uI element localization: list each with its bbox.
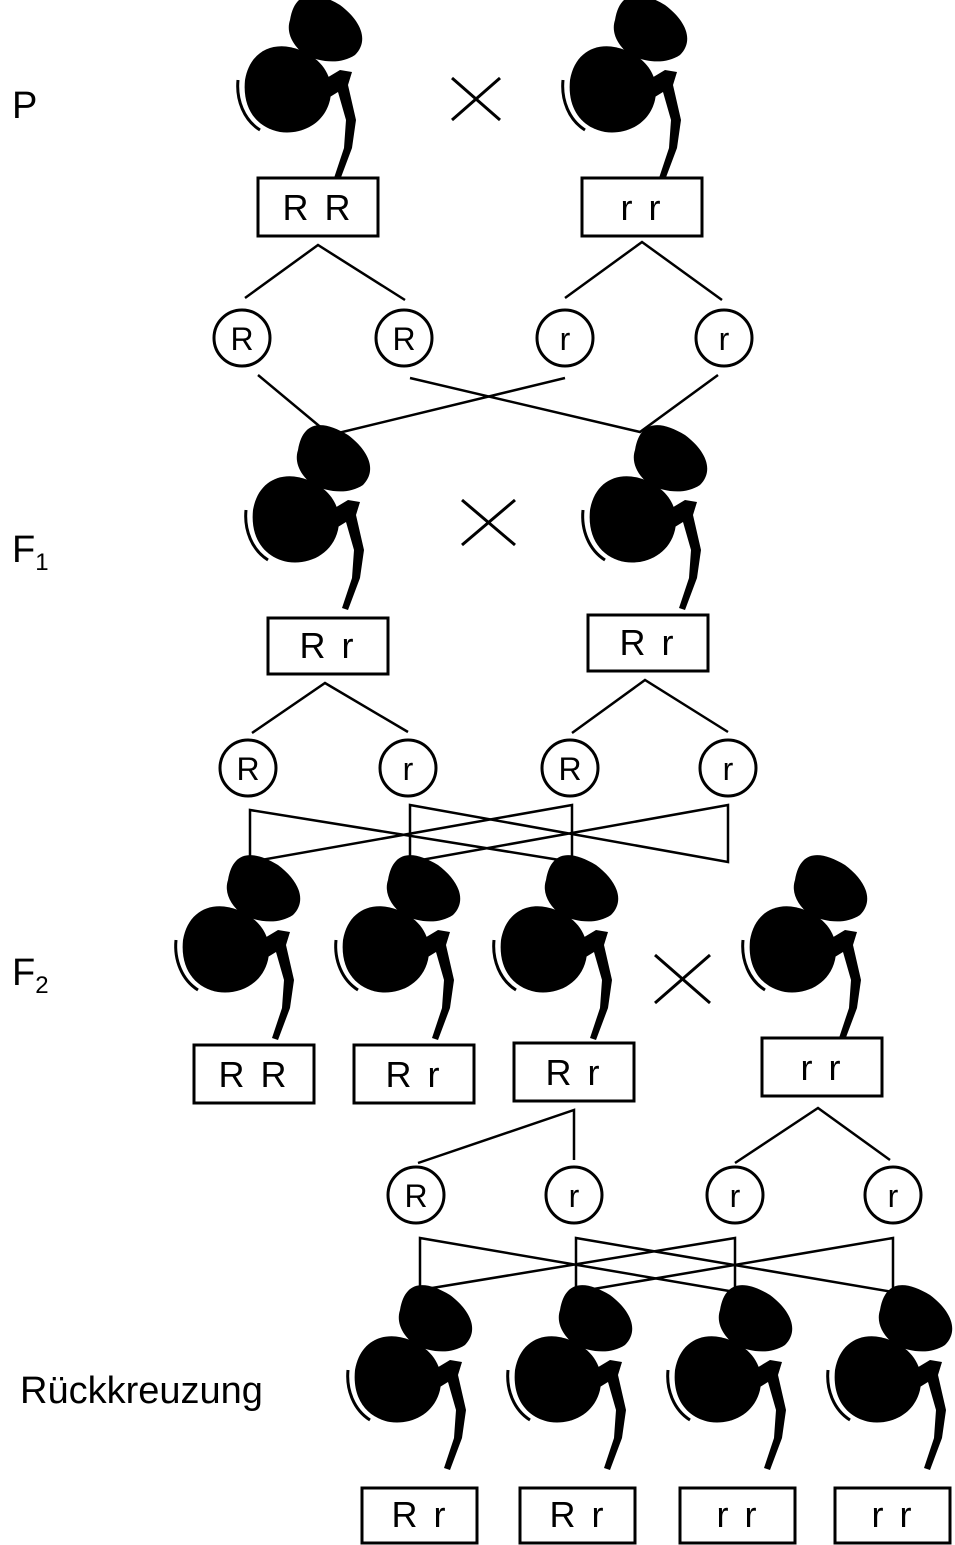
genotype-box-f2-3 <box>512 1041 636 1103</box>
genotype-f1-right: R r <box>620 622 677 663</box>
gamete-bc-2 <box>544 1165 604 1225</box>
flower-f2-3 <box>492 853 620 1042</box>
genotype-bc-4: r r <box>872 1494 915 1535</box>
genotype-box-bc-1 <box>360 1486 479 1545</box>
genotype-box-bc-2 <box>518 1486 637 1545</box>
cross-symbol-f1 <box>461 498 516 547</box>
allele-p-1: R <box>230 321 253 357</box>
flower-bc-2 <box>506 1283 634 1472</box>
genotype-f1-left: R r <box>300 625 357 666</box>
flower-bc-3 <box>666 1283 794 1472</box>
flower-p-left <box>236 0 364 182</box>
gamete-bc-4 <box>863 1165 923 1225</box>
genotype-box-p-right <box>580 176 704 238</box>
genotype-box-f2-4 <box>760 1036 884 1098</box>
genotype-bc-2: R r <box>550 1494 607 1535</box>
flower-f2-1 <box>174 853 302 1042</box>
f1-subscript: 1 <box>35 549 48 576</box>
genotype-p-left: R R <box>283 187 354 228</box>
f1-letter: F <box>12 529 35 571</box>
f2-subscript: 2 <box>35 972 48 999</box>
allele-f1-2: r <box>403 751 414 787</box>
gamete-bc-1 <box>386 1165 446 1225</box>
flower-f2-4 <box>741 853 869 1042</box>
allele-bc-2: r <box>569 1178 580 1214</box>
generation-label-f1: F1 <box>12 529 49 576</box>
allele-p-4: r <box>719 321 730 357</box>
gamete-p-3 <box>535 308 595 368</box>
flower-bc-4 <box>826 1283 954 1472</box>
allele-bc-1: R <box>404 1178 427 1214</box>
genotype-box-bc-3 <box>678 1486 797 1545</box>
allele-bc-3: r <box>730 1178 741 1214</box>
generation-label-backcross: Rückkreuzung <box>20 1370 263 1412</box>
gamete-p-2 <box>374 308 434 368</box>
genotype-box-p-left <box>256 176 380 238</box>
genotype-bc-3: r r <box>717 1494 760 1535</box>
genotype-f2-3: R r <box>546 1052 603 1093</box>
genotype-f2-4: r r <box>801 1047 844 1088</box>
flower-f2-2 <box>334 853 462 1042</box>
genotype-bc-1: R r <box>392 1494 449 1535</box>
generation-label-f2: F2 <box>12 952 49 999</box>
allele-f1-1: R <box>236 751 259 787</box>
cross-symbol-f2 <box>654 953 711 1005</box>
f2-letter: F <box>12 952 35 994</box>
gamete-p-4 <box>694 308 754 368</box>
cross-symbol-p <box>451 76 501 122</box>
genotype-box-f1-right <box>586 613 710 673</box>
allele-p-2: R <box>392 321 415 357</box>
allele-f1-4: r <box>723 751 734 787</box>
genotype-f2-1: R R <box>219 1054 290 1095</box>
genotype-box-f1-left <box>266 616 390 676</box>
flower-bc-1 <box>346 1283 474 1472</box>
gamete-bc-3 <box>705 1165 765 1225</box>
flower-f1-left <box>244 423 372 612</box>
flower-p-right <box>561 0 689 182</box>
genotype-box-f2-2 <box>352 1043 476 1105</box>
gamete-p-1 <box>212 308 272 368</box>
gamete-f1-2 <box>378 738 438 798</box>
genotype-box-bc-4 <box>833 1486 952 1545</box>
genotype-p-right: r r <box>621 187 664 228</box>
gamete-f1-3 <box>540 738 600 798</box>
gamete-f1-4 <box>698 738 758 798</box>
genotype-box-f2-1 <box>192 1043 316 1105</box>
generation-label-p: P <box>12 85 37 127</box>
gamete-f1-1 <box>218 738 278 798</box>
flower-f1-right <box>581 423 709 612</box>
allele-p-3: r <box>560 321 571 357</box>
genotype-f2-2: R r <box>386 1054 443 1095</box>
allele-bc-4: r <box>888 1178 899 1214</box>
allele-f1-3: R <box>558 751 581 787</box>
